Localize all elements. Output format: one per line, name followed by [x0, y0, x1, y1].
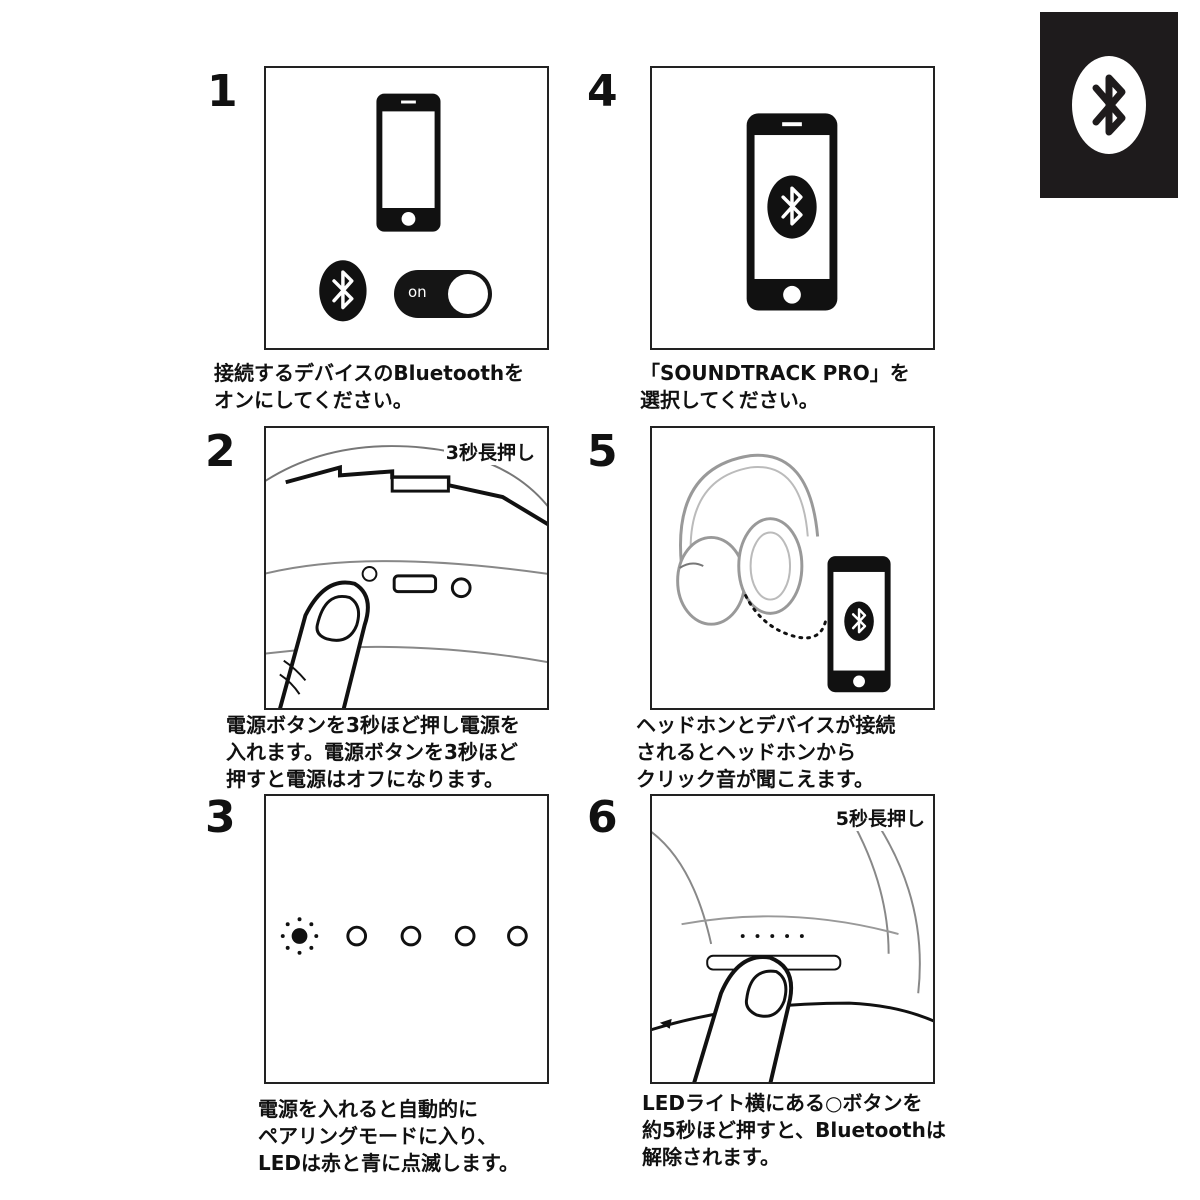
toggle-knob	[448, 274, 488, 314]
step-2-caption: 電源ボタンを3秒ほど押し電源を 入れます。電源ボタンを3秒ほど 押すと電源はオフ…	[226, 713, 520, 791]
step-6-panel: 5秒長押し	[650, 794, 935, 1084]
step-5-caption: ヘッドホンとデバイスが接続 されるとヘッドホンから クリック音が聞こえます。	[636, 713, 896, 791]
step-3-caption: 電源を入れると自動的に ペアリングモードに入り、 LEDは赤と青に点滅します。	[258, 1097, 520, 1175]
step-number-4: 4	[587, 66, 618, 117]
led-indicator-row	[280, 917, 528, 955]
step-6-caption: LEDライト横にある○ボタンを 約5秒ほど押すと、Bluetoothは 解除され…	[642, 1091, 946, 1169]
step-5-panel	[650, 426, 935, 710]
power-button-press-illustration	[266, 445, 547, 708]
bluetooth-logo	[1040, 12, 1178, 198]
step-number-2: 2	[205, 426, 236, 477]
smartphone-bluetooth-icon	[746, 113, 838, 311]
step-1-caption: 接続するデバイスのBluetoothを オンにしてください。	[214, 361, 525, 412]
hold-duration-label: 3秒長押し	[443, 438, 537, 465]
step-3-panel	[264, 794, 549, 1084]
bluetooth-icon	[1072, 56, 1146, 154]
toggle-label: on	[408, 283, 427, 301]
step-number-5: 5	[587, 426, 618, 477]
step-4-panel	[650, 66, 935, 350]
step-number-3: 3	[205, 792, 236, 843]
hold-duration-label: 5秒長押し	[833, 804, 927, 831]
step-2-panel: 3秒長押し	[264, 426, 549, 710]
step-number-1: 1	[207, 66, 238, 117]
headphones-pairing-illustration	[676, 453, 891, 693]
reset-button-press-illustration	[652, 815, 933, 1082]
blinking-led-icon	[280, 917, 319, 955]
step-number-6: 6	[587, 792, 618, 843]
smartphone-icon	[319, 93, 441, 322]
step-1-panel: on	[264, 66, 549, 350]
bluetooth-toggle[interactable]: on	[394, 270, 492, 318]
step-4-caption: 「SOUNDTRACK PRO」を 選択してください。	[640, 361, 910, 412]
